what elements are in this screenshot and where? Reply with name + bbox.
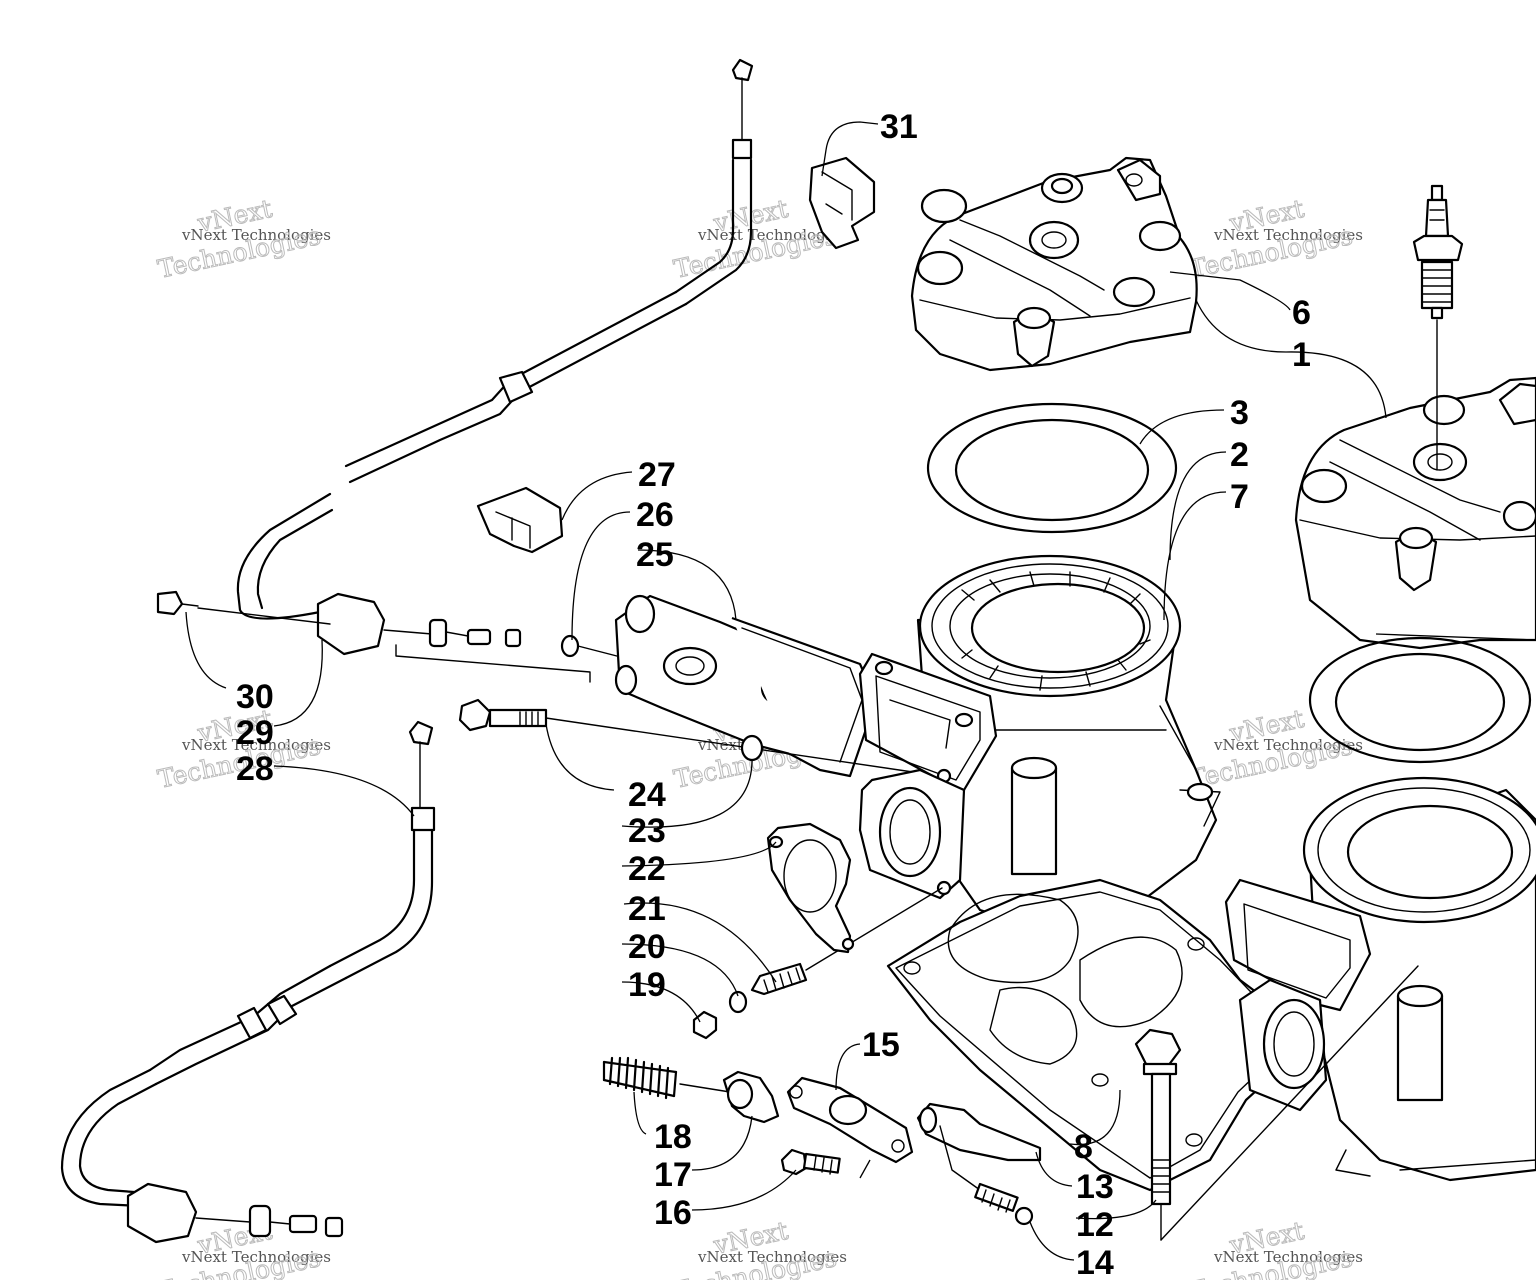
cylinder-head-1: [910, 156, 1198, 372]
cylinder-head-right: [1294, 376, 1536, 650]
callout-21: 21: [628, 890, 666, 928]
cylinder-right: [1224, 776, 1536, 1182]
callout-1: 1: [1292, 336, 1311, 374]
gasket-22: [766, 822, 855, 954]
watermark: vNext vNext Technologies Technologies: [155, 1215, 331, 1280]
bushing-17: [722, 1070, 780, 1124]
callout-16: 16: [654, 1194, 692, 1232]
svg-text:vNext Technologies: vNext Technologies: [1213, 736, 1363, 754]
stud-21: [750, 887, 943, 996]
upper-cable: [236, 58, 754, 683]
callout-27: 27: [638, 456, 676, 494]
nut-19: [692, 1010, 718, 1040]
exhaust-port-flange: [858, 652, 998, 792]
callouts: 31 6 1 3 2 7 27 26 25 30 29 28 24 23 22 …: [236, 108, 1311, 1280]
watermark: vNext vNext Technologies Technologies: [1187, 193, 1363, 284]
bolt-14: [939, 1125, 1034, 1226]
callout-20: 20: [628, 928, 666, 966]
watermark: vNext vNext Technologies Technologies: [671, 193, 847, 284]
bolt-12: [1134, 965, 1419, 1241]
callout-30: 30: [236, 678, 274, 716]
svg-text:vNext Technologies: vNext Technologies: [181, 1248, 331, 1266]
svg-text:vNext Technologies: vNext Technologies: [181, 226, 331, 244]
callout-15: 15: [862, 1026, 900, 1064]
watermark: vNext vNext Technologies Technologies: [155, 193, 331, 284]
callout-26: 26: [636, 496, 674, 534]
bolt-30: [156, 590, 331, 625]
callout-3: 3: [1230, 394, 1249, 432]
callout-24: 24: [628, 776, 666, 814]
callout-18: 18: [654, 1118, 692, 1156]
callout-14: 14: [1076, 1244, 1114, 1280]
spark-plug-6: [1412, 184, 1464, 471]
lower-cable: [60, 720, 436, 1244]
clip-27: [476, 486, 564, 554]
svg-text:vNext Technologies: vNext Technologies: [697, 1248, 847, 1266]
valve-housing-25: [614, 594, 878, 778]
callout-22: 22: [628, 850, 666, 888]
callout-28: 28: [236, 750, 274, 788]
watermark: vNext vNext Technologies Technologies: [1187, 1215, 1363, 1280]
valve-13: [916, 1102, 1042, 1162]
head-gasket-3: [926, 402, 1178, 534]
cylinder-2: [916, 554, 1221, 932]
leader-line: [679, 1083, 731, 1093]
head-gasket-right: [1308, 636, 1532, 764]
svg-text:vNext Technologies: vNext Technologies: [1213, 1248, 1363, 1266]
callout-7: 7: [1230, 478, 1249, 516]
callout-12: 12: [1076, 1206, 1114, 1244]
callout-8: 8: [1074, 1128, 1093, 1166]
washer-23: [740, 734, 764, 762]
intake-port-flange: [858, 768, 966, 900]
watermark: vNext vNext Technologies Technologies: [671, 1215, 847, 1280]
callout-13: 13: [1076, 1168, 1114, 1206]
clip-31: [808, 156, 876, 250]
callout-23: 23: [628, 812, 666, 850]
svg-text:vNext Technologies: vNext Technologies: [1213, 226, 1363, 244]
leader-lines: [185, 121, 1536, 1261]
callout-6: 6: [1292, 294, 1311, 332]
callout-17: 17: [654, 1156, 692, 1194]
bolt-16: [780, 1148, 841, 1176]
plate-15: [786, 1076, 914, 1164]
svg-text:vNext Technologies: vNext Technologies: [181, 736, 331, 754]
watermark: vNext vNext Technologies Technologies: [1187, 703, 1363, 794]
callout-2: 2: [1230, 436, 1249, 474]
svg-text:vNext Technologies: vNext Technologies: [697, 226, 847, 244]
callout-29: 29: [236, 714, 274, 752]
callout-25: 25: [636, 536, 674, 574]
oring-26: [560, 634, 580, 658]
washer-20: [728, 990, 748, 1014]
callout-31: 31: [880, 108, 918, 146]
callout-19: 19: [628, 966, 666, 1004]
spring-18: [602, 1056, 678, 1100]
